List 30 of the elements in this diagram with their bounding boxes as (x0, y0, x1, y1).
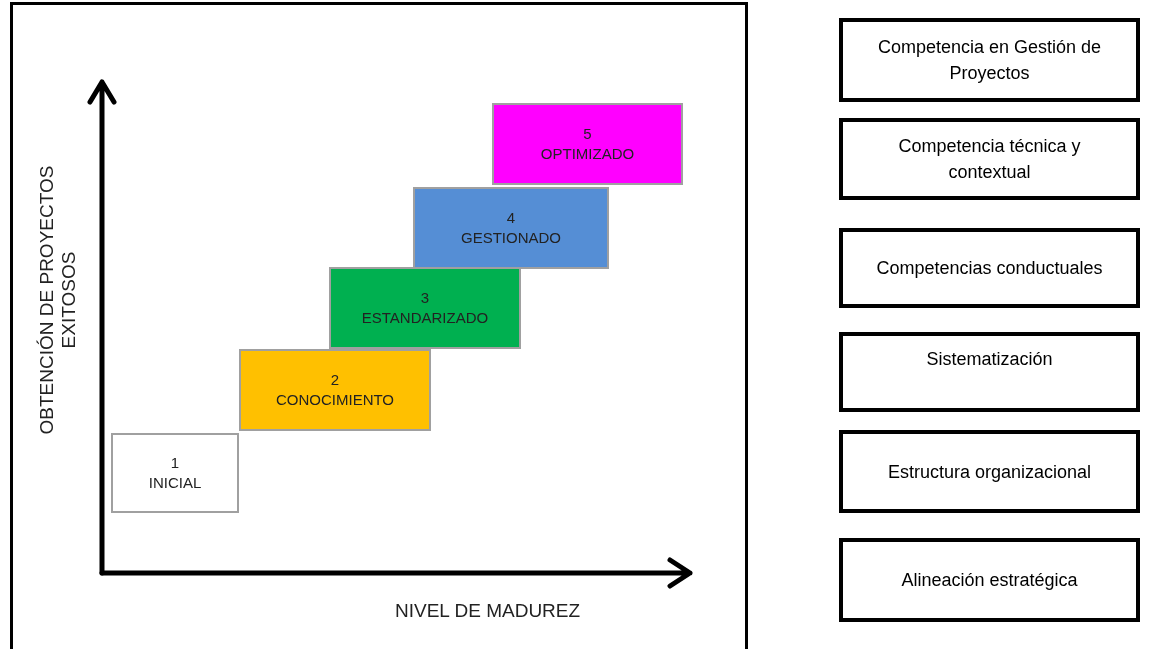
level-box (492, 103, 683, 185)
competence-box (839, 430, 1140, 513)
box-label: 2 (330, 370, 340, 390)
competence-box (839, 118, 1140, 200)
box-label: Competencia en Gestión de Proyectos (876, 36, 1103, 85)
competence-box (839, 538, 1140, 622)
box-label: 3 (420, 288, 430, 308)
competence-box (839, 228, 1140, 308)
box-label: GESTIONADO (461, 228, 561, 248)
box-label: CONOCIMIENTO (275, 390, 395, 410)
box-label: 5 (583, 124, 592, 144)
box-label: INICIAL (148, 473, 202, 493)
box-label: 1 (170, 453, 180, 473)
box-label: ESTANDARIZADO (361, 308, 489, 328)
competence-box (839, 332, 1140, 412)
level-box (111, 433, 239, 513)
axis-title: OBTENCIÓN DE PROYECTOS EXITOSOS (36, 164, 80, 437)
level-box (413, 187, 609, 269)
box-label: OPTIMIZADO (540, 144, 635, 164)
chart-frame (10, 2, 748, 649)
level-box (239, 349, 431, 431)
axis-title: NIVEL DE MADUREZ (395, 600, 581, 622)
box-label: Sistematización (926, 348, 1053, 371)
box-label: Alineación estratégica (901, 569, 1078, 592)
level-box (329, 267, 521, 349)
competence-box (839, 18, 1140, 102)
box-label: 4 (506, 208, 516, 228)
box-label: Estructura organizacional (887, 460, 1092, 484)
box-label: Competencias conductuales (876, 257, 1103, 280)
box-label: Competencia técnica y contextual (897, 135, 1082, 184)
